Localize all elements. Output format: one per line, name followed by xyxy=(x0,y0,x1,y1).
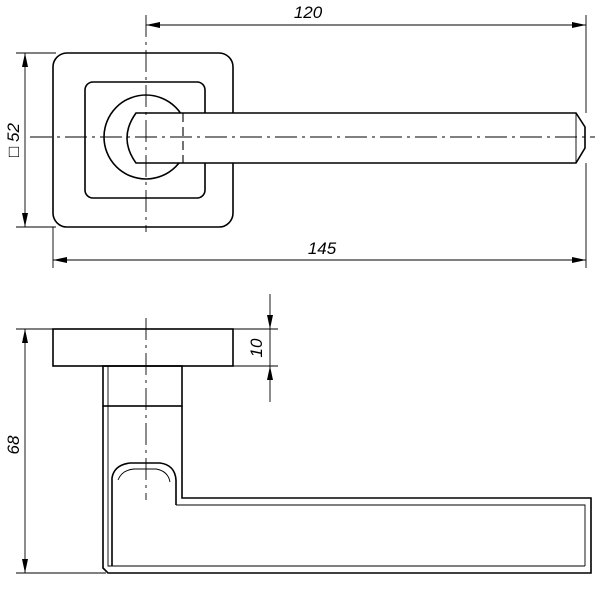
dim-68-label: 68 xyxy=(4,435,23,454)
dimension-68: 68 xyxy=(4,328,106,574)
side-view: 10 68 xyxy=(4,294,592,574)
lever-top-recess xyxy=(111,462,177,566)
dim-145-label: 145 xyxy=(308,239,337,258)
rosette-plate-side xyxy=(52,328,234,367)
dimension-10: 10 xyxy=(233,294,278,402)
lever-bevel-lines xyxy=(107,406,586,567)
dimension-120: 120 xyxy=(146,3,587,113)
lever-profile-side xyxy=(102,406,592,574)
lever-arm-top xyxy=(126,112,586,164)
dimension-52: □ 52 xyxy=(4,52,56,228)
dimension-145: 145 xyxy=(52,163,587,268)
dim-120-label: 120 xyxy=(294,3,323,22)
top-view: 120 145 □ 52 xyxy=(4,3,595,268)
dim-52-label: □ 52 xyxy=(4,123,23,157)
lever-top-recess-inner xyxy=(117,468,171,483)
neck-side xyxy=(102,365,183,407)
dim-10-label: 10 xyxy=(247,338,266,357)
